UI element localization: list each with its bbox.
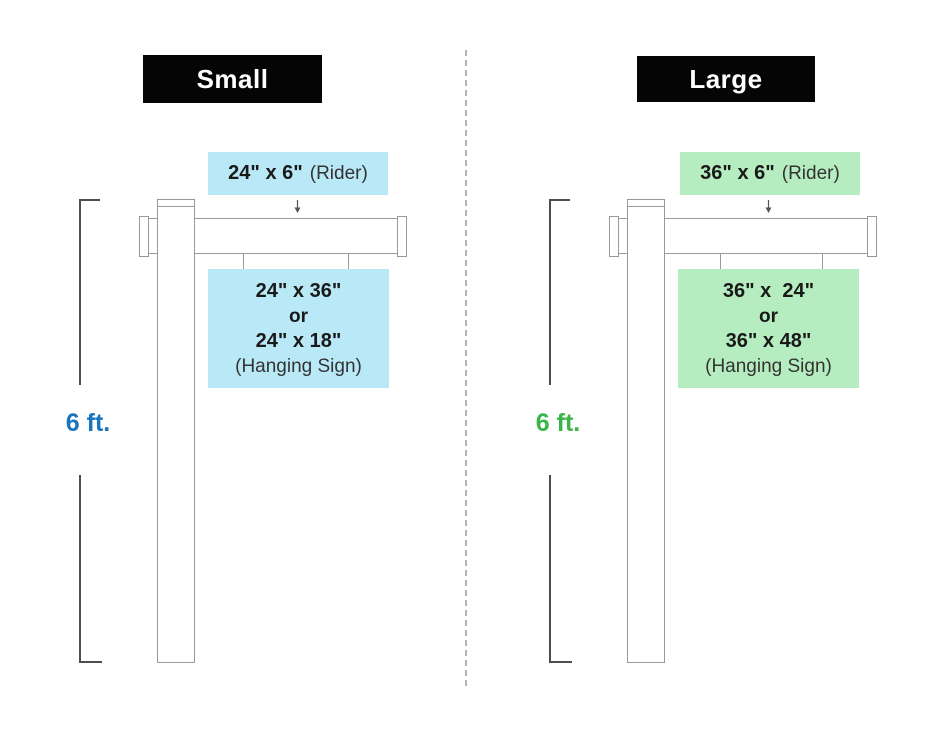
sign-hanger-line <box>243 254 244 269</box>
rider-label: (Rider) <box>781 162 840 184</box>
panel-header-large: Large <box>637 56 815 102</box>
down-arrow-icon <box>294 200 301 213</box>
post-top-cap <box>628 200 664 207</box>
sign-post <box>157 199 195 663</box>
hanging-sign-conjunction: or <box>759 305 778 327</box>
down-arrow-icon <box>765 200 772 213</box>
sign-hanger-line <box>348 254 349 269</box>
hanging-sign-option2: 24" x 18" <box>255 330 342 353</box>
hanging-sign-option1: 24" x 36" <box>255 279 342 302</box>
rider-dimensions: 36" x 6" <box>700 162 775 184</box>
height-label: 6 ft. <box>535 409 581 437</box>
hanging-sign-option1: 36" x 24" <box>722 279 815 302</box>
height-label: 6 ft. <box>65 409 111 437</box>
sign-hanger-line <box>822 254 823 269</box>
hanging-sign-option2: 36" x 48" <box>725 330 812 353</box>
sign-post <box>627 199 665 663</box>
panel-title: Large <box>689 63 763 94</box>
height-bracket-bottom <box>549 475 572 663</box>
height-bracket-bottom <box>79 475 102 663</box>
rider-dimensions: 24" x 6" <box>228 162 303 184</box>
arm-end-cap-right <box>867 216 877 257</box>
panel-header-small: Small <box>143 55 322 103</box>
sign-hanger-line <box>720 254 721 269</box>
height-bracket-top <box>549 199 570 385</box>
height-bracket-top <box>79 199 100 385</box>
hanging-sign-label: (Hanging Sign) <box>235 356 362 378</box>
panel-divider-dashed-line <box>465 50 467 686</box>
rider-size-box-large: 36" x 6" (Rider) <box>680 152 860 195</box>
panel-title: Small <box>196 63 269 94</box>
post-top-cap <box>158 200 194 207</box>
arm-end-cap-right <box>397 216 407 257</box>
hanging-sign-label: (Hanging Sign) <box>705 356 832 378</box>
hanging-sign-size-box-large: 36" x 24" or 36" x 48" (Hanging Sign) <box>678 269 859 388</box>
hanging-sign-size-box-small: 24" x 36" or 24" x 18" (Hanging Sign) <box>208 269 389 388</box>
hanging-sign-conjunction: or <box>289 305 308 327</box>
rider-label: (Rider) <box>309 162 368 184</box>
rider-size-box-small: 24" x 6" (Rider) <box>208 152 388 195</box>
